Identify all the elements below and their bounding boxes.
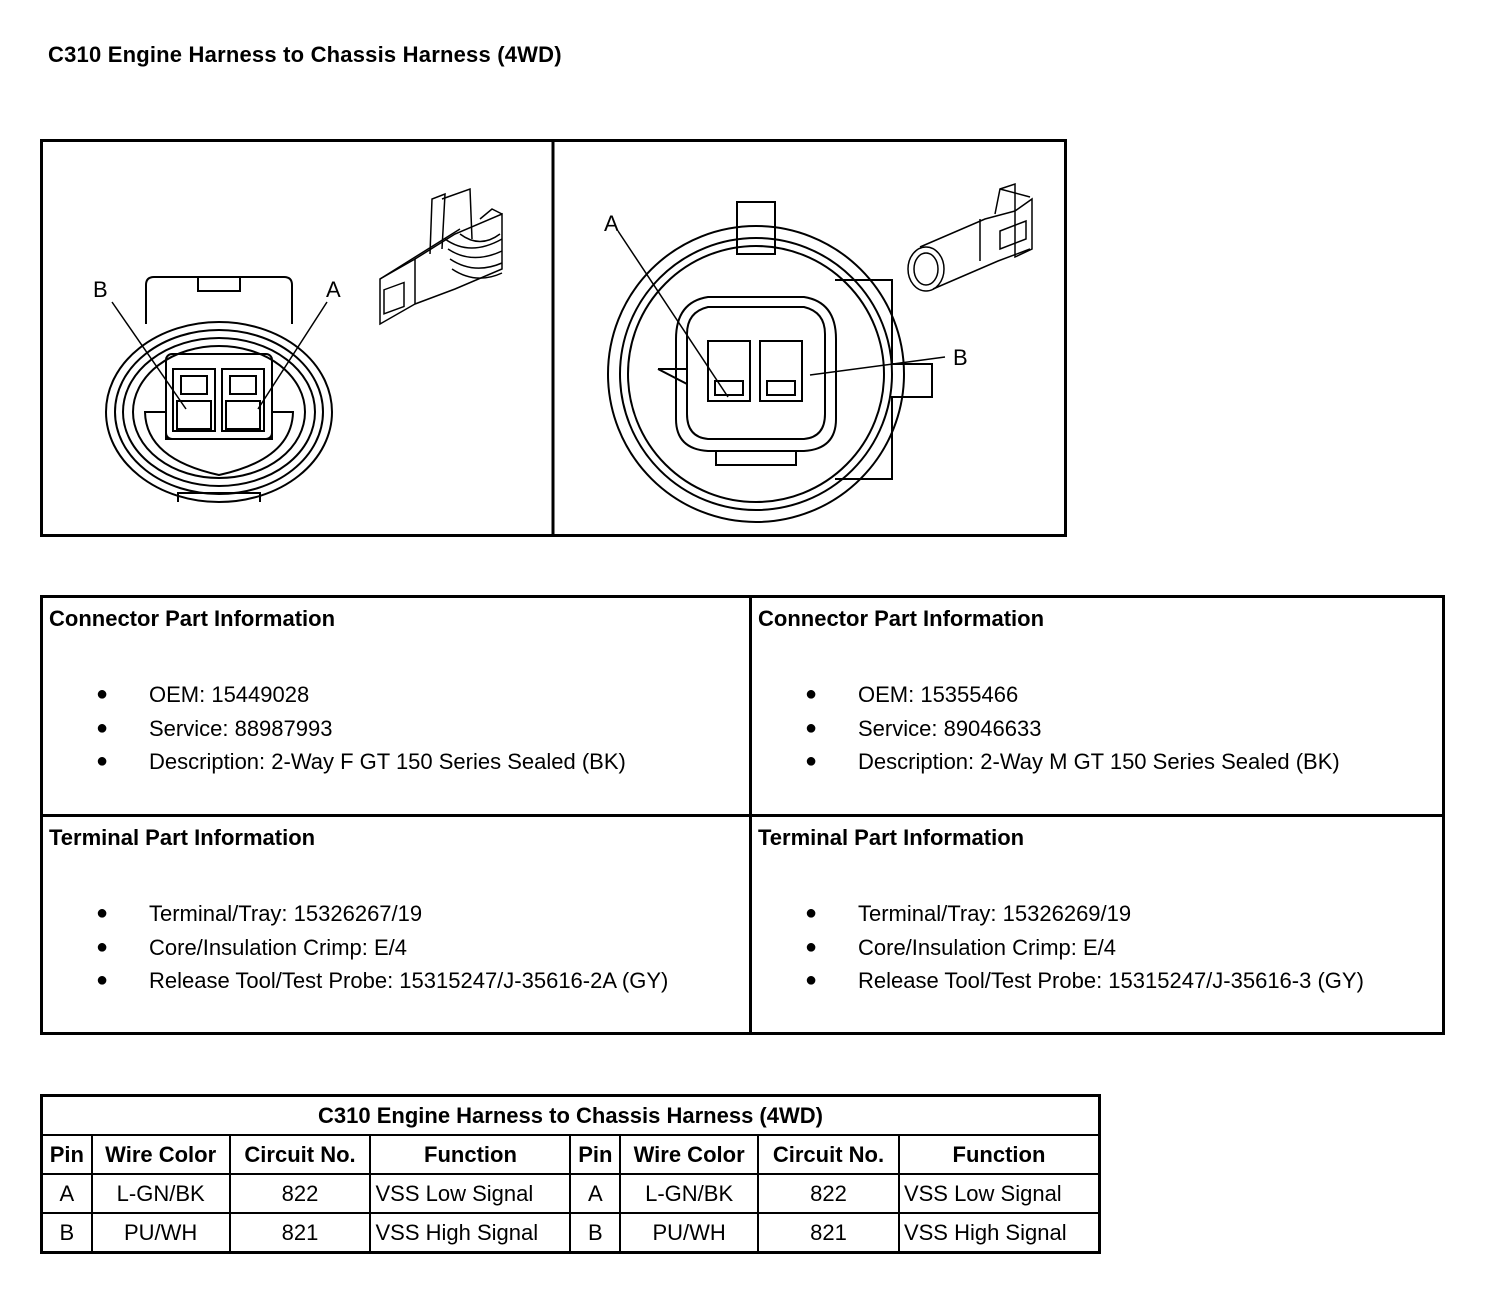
pin-cell: A bbox=[569, 1173, 622, 1214]
female-pin-b-label: B bbox=[93, 277, 108, 302]
wire-color-cell: PU/WH bbox=[90, 1212, 231, 1254]
pin-table-header-row: Pin Wire Color Circuit No. Function Pin … bbox=[40, 1134, 1101, 1175]
col-header-circuit-no: Circuit No. bbox=[228, 1134, 372, 1175]
terminal-info-female: Terminal Part Information ● Terminal/Tray… bbox=[43, 817, 749, 1035]
female-connector-isometric bbox=[379, 187, 503, 326]
list-item: ● OEM: 15449028 bbox=[43, 678, 749, 712]
bullet-icon: ● bbox=[96, 750, 109, 772]
table-row: A L-GN/BK 822 VSS Low Signal A L-GN/BK 8… bbox=[40, 1173, 1101, 1214]
circuit-no-cell: 822 bbox=[228, 1173, 372, 1214]
circuit-no-cell: 821 bbox=[228, 1212, 372, 1254]
col-header-pin: Pin bbox=[569, 1134, 622, 1175]
bullet-icon: ● bbox=[96, 683, 109, 705]
list-item: ● Description: 2-Way M GT 150 Series Seal… bbox=[752, 745, 1445, 779]
function-cell: VSS Low Signal bbox=[897, 1173, 1101, 1214]
list-item: ● Service: 88987993 bbox=[43, 712, 749, 746]
bullet-icon: ● bbox=[96, 902, 109, 924]
circuit-no-cell: 821 bbox=[757, 1212, 900, 1254]
connector-info-heading: Connector Part Information bbox=[758, 606, 1045, 631]
male-connector-face bbox=[607, 201, 933, 523]
pin-cell: B bbox=[569, 1212, 622, 1254]
connector-description: Description: 2-Way M GT 150 Series Seale… bbox=[858, 749, 1340, 774]
col-header-pin: Pin bbox=[40, 1134, 93, 1175]
pin-table: C310 Engine Harness to Chassis Harness (… bbox=[40, 1094, 1101, 1254]
col-header-wire-color: Wire Color bbox=[90, 1134, 231, 1175]
male-connector-isometric bbox=[907, 182, 1033, 292]
function-cell: VSS Low Signal bbox=[369, 1173, 572, 1214]
col-header-wire-color: Wire Color bbox=[619, 1134, 760, 1175]
oem-number: OEM: 15355466 bbox=[858, 682, 1019, 707]
bullet-icon: ● bbox=[805, 716, 818, 739]
release-tool: Release Tool/Test Probe: 15315247/J-3561… bbox=[149, 968, 669, 993]
list-item: ● Core/Insulation Crimp: E/4 bbox=[752, 931, 1445, 965]
wire-color-cell: L-GN/BK bbox=[619, 1173, 760, 1214]
terminal-info-list: ● Terminal/Tray: 15326267/19 ● Core/Insula… bbox=[43, 897, 749, 998]
bullet-icon: ● bbox=[805, 969, 818, 991]
wire-color-cell: L-GN/BK bbox=[90, 1173, 231, 1214]
crimp-spec: Core/Insulation Crimp: E/4 bbox=[858, 934, 1116, 960]
terminal-info-male: Terminal Part Information ● Terminal/Tray… bbox=[752, 817, 1445, 1035]
male-pin-b-label: B bbox=[953, 345, 968, 370]
connector-info-male: Connector Part Information ● OEM: 1535546… bbox=[752, 598, 1445, 814]
col-header-circuit-no: Circuit No. bbox=[757, 1134, 900, 1175]
info-grid-horizontal-divider bbox=[43, 814, 1442, 817]
female-pin-leaders bbox=[111, 301, 328, 410]
oem-number: OEM: 15449028 bbox=[149, 682, 310, 707]
function-cell: VSS High Signal bbox=[897, 1212, 1101, 1254]
part-information-grid: Connector Part Information ● OEM: 1544902… bbox=[40, 595, 1445, 1035]
terminal-info-list: ● Terminal/Tray: 15326269/19 ● Core/Insula… bbox=[752, 897, 1445, 998]
list-item: ● Release Tool/Test Probe: 15315247/J-356… bbox=[752, 964, 1445, 998]
male-pin-a-label: A bbox=[604, 211, 619, 236]
col-header-function: Function bbox=[897, 1134, 1101, 1175]
connector-info-female: Connector Part Information ● OEM: 1544902… bbox=[43, 598, 749, 814]
connector-description: Description: 2-Way F GT 150 Series Seale… bbox=[149, 749, 626, 774]
list-item: ● Service: 89046633 bbox=[752, 712, 1445, 746]
function-cell: VSS High Signal bbox=[369, 1212, 572, 1254]
col-header-function: Function bbox=[369, 1134, 572, 1175]
bullet-icon: ● bbox=[96, 716, 109, 739]
circuit-no-cell: 822 bbox=[757, 1173, 900, 1214]
terminal-info-heading: Terminal Part Information bbox=[758, 825, 1025, 850]
service-number: Service: 89046633 bbox=[858, 715, 1042, 741]
bullet-icon: ● bbox=[805, 750, 818, 772]
terminal-tray: Terminal/Tray: 15326267/19 bbox=[149, 901, 423, 926]
bullet-icon: ● bbox=[96, 935, 109, 958]
table-row: B PU/WH 821 VSS High Signal B PU/WH 821 … bbox=[40, 1212, 1101, 1254]
bullet-icon: ● bbox=[805, 902, 818, 924]
connector-figure: B A bbox=[40, 139, 1067, 537]
female-connector-face bbox=[105, 276, 333, 503]
service-number: Service: 88987993 bbox=[149, 715, 333, 741]
bullet-icon: ● bbox=[805, 935, 818, 958]
wire-color-cell: PU/WH bbox=[619, 1212, 760, 1254]
pin-table-title: C310 Engine Harness to Chassis Harness (… bbox=[40, 1094, 1101, 1136]
page-title: C310 Engine Harness to Chassis Harness (… bbox=[48, 42, 562, 67]
release-tool: Release Tool/Test Probe: 15315247/J-3561… bbox=[858, 968, 1364, 993]
connector-info-list: ● OEM: 15449028 ● Service: 88987993 ● Descr… bbox=[43, 678, 749, 779]
bullet-icon: ● bbox=[96, 969, 109, 991]
list-item: ● Terminal/Tray: 15326267/19 bbox=[43, 897, 749, 931]
list-item: ● Terminal/Tray: 15326269/19 bbox=[752, 897, 1445, 931]
connector-info-list: ● OEM: 15355466 ● Service: 89046633 ● Descr… bbox=[752, 678, 1445, 779]
connector-info-heading: Connector Part Information bbox=[49, 606, 336, 631]
crimp-spec: Core/Insulation Crimp: E/4 bbox=[149, 934, 407, 960]
female-pin-a-label: A bbox=[326, 277, 341, 302]
terminal-info-heading: Terminal Part Information bbox=[49, 825, 316, 850]
terminal-tray: Terminal/Tray: 15326269/19 bbox=[858, 901, 1132, 926]
list-item: ● Description: 2-Way F GT 150 Series Seal… bbox=[43, 745, 749, 779]
list-item: ● Core/Insulation Crimp: E/4 bbox=[43, 931, 749, 965]
male-pin-leaders bbox=[617, 230, 946, 398]
bullet-icon: ● bbox=[805, 683, 818, 705]
pin-table-title-row: C310 Engine Harness to Chassis Harness (… bbox=[40, 1094, 1101, 1136]
pin-cell: B bbox=[40, 1212, 93, 1254]
list-item: ● Release Tool/Test Probe: 15315247/J-356… bbox=[43, 964, 749, 998]
pin-cell: A bbox=[40, 1173, 93, 1214]
list-item: ● OEM: 15355466 bbox=[752, 678, 1445, 712]
